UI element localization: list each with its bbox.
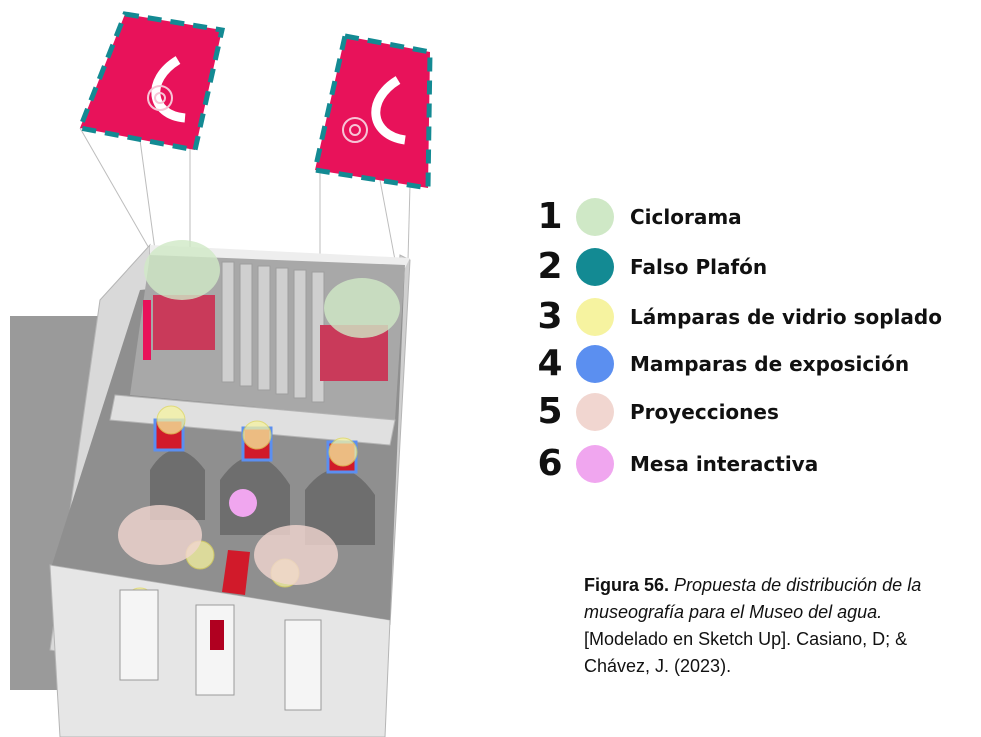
legend-number: 4: [537, 343, 563, 384]
legend-color-dot: [576, 298, 614, 336]
legend-item-ciclorama: 1 Ciclorama: [530, 196, 742, 238]
figure-caption: Figura 56. Propuesta de distribución de …: [584, 572, 964, 680]
top-rim: [150, 245, 410, 268]
legend-number: 3: [537, 296, 563, 337]
caption-title: Propuesta de distribución de la museogra…: [584, 575, 922, 622]
caption-label: Figura 56.: [584, 575, 670, 595]
side-magenta-panel: [143, 300, 151, 360]
legend-item-lamparas: 3 Lámparas de vidrio soplado: [530, 296, 942, 338]
legend-item-mamparas: 4 Mamparas de exposición: [530, 343, 909, 385]
legend-color-dot: [576, 248, 614, 286]
red-carpet: [222, 550, 250, 595]
legend-number: 1: [537, 196, 563, 237]
legend-label: Mesa interactiva: [630, 452, 819, 476]
legend-number: 6: [537, 443, 563, 484]
interactive-table-marker: [229, 489, 257, 517]
legend-number: 5: [537, 391, 563, 432]
ceiling-panel-right: [311, 33, 433, 191]
legend-item-mesa-interactiva: 6 Mesa interactiva: [530, 443, 818, 485]
legend-label: Ciclorama: [630, 205, 742, 229]
legend-color-dot: [576, 393, 614, 431]
window-right: [284, 619, 322, 711]
arch-right: [305, 468, 375, 545]
building: [49, 240, 411, 737]
suspension-lines: [79, 127, 411, 261]
legend-color-dot: [576, 198, 614, 236]
exhibit-panel-left: [153, 295, 215, 350]
ciclorama-marker-right: [324, 278, 400, 338]
legend-label: Proyecciones: [630, 400, 779, 424]
window-red-accent: [210, 620, 224, 650]
ceiling-panel-left: [76, 11, 226, 153]
projection-marker-right: [254, 525, 338, 585]
legend-label: Falso Plafón: [630, 255, 768, 279]
legend-number: 2: [537, 246, 563, 287]
ciclorama-marker-left: [144, 240, 220, 300]
legend-color-dot: [576, 445, 614, 483]
vertical-fins: [221, 261, 325, 403]
legend-label: Lámparas de vidrio soplado: [630, 305, 942, 329]
projection-marker-left: [118, 505, 202, 565]
caption-detail: [Modelado en Sketch Up]. Casiano, D; & C…: [584, 629, 908, 676]
legend-color-dot: [576, 345, 614, 383]
window-left: [119, 589, 159, 681]
legend-item-falso-plafon: 2 Falso Plafón: [530, 246, 767, 288]
legend-label: Mamparas de exposición: [630, 352, 910, 376]
middle-wall: [109, 394, 396, 446]
legend-item-proyecciones: 5 Proyecciones: [530, 391, 779, 433]
arch-left: [150, 450, 205, 520]
